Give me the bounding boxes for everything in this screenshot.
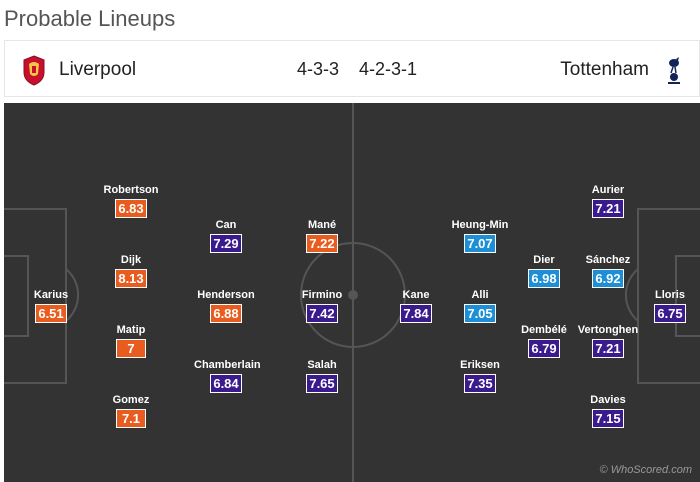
player-rating-badge: 7.22 (306, 234, 338, 253)
liverpool-crest-icon (23, 54, 45, 86)
player-rating-badge: 7.29 (210, 234, 242, 253)
away-player[interactable]: Davies 7.15 (576, 394, 640, 428)
player-name: Lloris (655, 289, 685, 301)
player-rating-badge: 7.1 (116, 409, 146, 428)
player-rating-badge: 6.84 (210, 374, 242, 393)
player-name: Matip (116, 324, 146, 336)
player-name: Henderson (197, 289, 255, 301)
player-name: Gomez (112, 394, 150, 406)
home-player[interactable]: Firmino 7.42 (290, 289, 354, 323)
player-rating-badge: 6.92 (592, 269, 624, 288)
player-name: Aurier (591, 184, 625, 196)
home-formation: 4-3-3 (297, 59, 340, 79)
player-name: Eriksen (460, 359, 500, 371)
away-player[interactable]: Kane 7.84 (384, 289, 448, 323)
away-player[interactable]: Eriksen 7.35 (448, 359, 512, 393)
player-rating-badge: 7.07 (464, 234, 496, 253)
player-name: Kane (402, 289, 430, 301)
player-name: Robertson (103, 184, 159, 196)
pitch-markings (4, 103, 700, 482)
away-formation: 4-2-3-1 (359, 59, 418, 79)
player-rating-badge: 6.51 (35, 304, 67, 323)
watermark: © WhoScored.com (599, 464, 692, 476)
home-player[interactable]: Henderson 6.88 (194, 289, 258, 323)
home-team[interactable]: Liverpool (21, 41, 136, 98)
away-player[interactable]: Lloris 6.75 (638, 289, 700, 323)
away-player[interactable]: Heung-Min 7.07 (448, 219, 512, 253)
player-name: Can (215, 219, 237, 231)
away-player[interactable]: Aurier 7.21 (576, 184, 640, 218)
player-name: Heung-Min (451, 219, 509, 231)
away-player[interactable]: Sánchez 6.92 (576, 254, 640, 288)
player-name: Dier (533, 254, 555, 266)
player-rating-badge: 6.88 (210, 304, 242, 323)
player-rating-badge: 7.05 (464, 304, 496, 323)
player-rating-badge: 7.15 (592, 409, 624, 428)
away-player[interactable]: Dier 6.98 (512, 254, 576, 288)
teams-bar: Liverpool 4-3-3 4-2-3-1 Tottenham (4, 40, 700, 97)
away-player[interactable]: Vertonghen 7.21 (576, 324, 640, 358)
home-player[interactable]: Chamberlain 6.84 (194, 359, 261, 393)
player-name: Dembélé (521, 324, 567, 336)
player-name: Mané (307, 219, 337, 231)
player-rating-badge: 7.84 (400, 304, 432, 323)
player-rating-badge: 6.83 (115, 199, 147, 218)
player-rating-badge: 7.35 (464, 374, 496, 393)
player-name: Sánchez (585, 254, 631, 266)
away-team-name: Tottenham (560, 58, 649, 80)
player-rating-badge: 8.13 (115, 269, 147, 288)
home-player[interactable]: Salah 7.65 (290, 359, 354, 393)
player-rating-badge: 7.21 (592, 199, 624, 218)
home-player[interactable]: Karius 6.51 (19, 289, 83, 323)
home-player[interactable]: Gomez 7.1 (99, 394, 163, 428)
player-name: Karius (33, 289, 69, 301)
home-player[interactable]: Robertson 6.83 (99, 184, 163, 218)
player-name: Salah (307, 359, 337, 371)
player-rating-badge: 6.75 (654, 304, 686, 323)
player-name: Davies (590, 394, 626, 406)
away-team[interactable]: Tottenham (560, 41, 687, 98)
player-name: Vertonghen (577, 324, 639, 336)
away-player[interactable]: Dembélé 6.79 (512, 324, 576, 358)
player-rating-badge: 7.21 (592, 339, 624, 358)
home-player[interactable]: Can 7.29 (194, 219, 258, 253)
away-player[interactable]: Alli 7.05 (448, 289, 512, 323)
player-rating-badge: 6.98 (528, 269, 560, 288)
page-title: Probable Lineups (4, 6, 176, 31)
player-rating-badge: 7.42 (306, 304, 338, 323)
home-team-name: Liverpool (59, 58, 137, 80)
player-name: Chamberlain (194, 359, 261, 371)
player-name: Alli (471, 289, 489, 301)
home-player[interactable]: Dijk 8.13 (99, 254, 163, 288)
home-player[interactable]: Matip 7 (99, 324, 163, 358)
tottenham-crest-icon (668, 56, 680, 84)
player-name: Firmino (301, 289, 343, 301)
player-rating-badge: 6.79 (528, 339, 560, 358)
home-player[interactable]: Mané 7.22 (290, 219, 354, 253)
player-rating-badge: 7.65 (306, 374, 338, 393)
player-name: Dijk (120, 254, 142, 266)
player-rating-badge: 7 (116, 339, 146, 358)
